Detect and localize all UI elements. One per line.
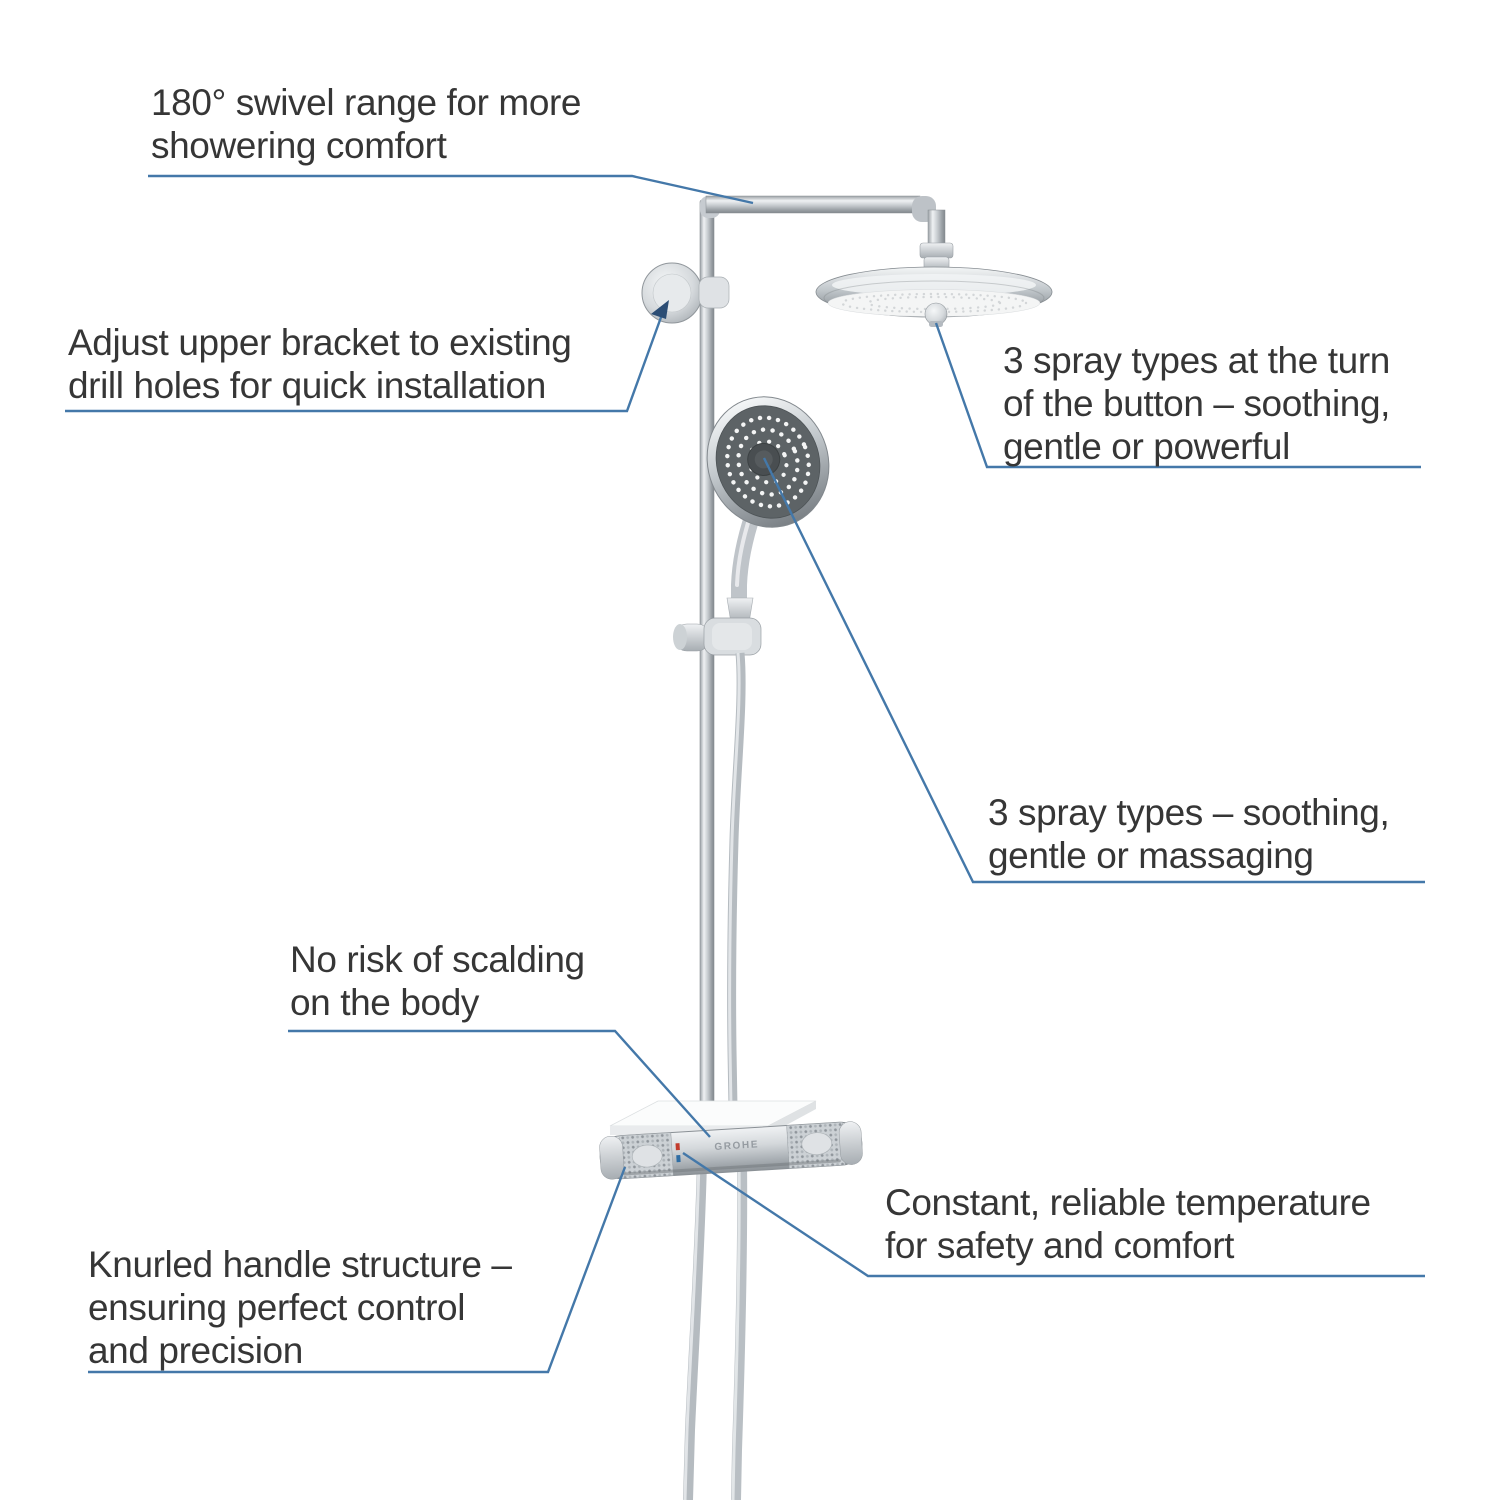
callout-upper-bracket: Adjust upper bracket to existing drill h… <box>68 322 572 406</box>
leader-hand-spray-types <box>762 457 1425 884</box>
hot-marker-icon <box>675 1143 680 1151</box>
grohe-logo: GROHE <box>714 1139 759 1153</box>
shower-rail <box>699 199 715 1131</box>
callout-leader-lines <box>65 174 1425 1374</box>
callout-constant-temperature: Constant, reliable temperature for safet… <box>885 1182 1371 1266</box>
callout-head-spray-types: 3 spray types at the turn of the button … <box>1003 340 1391 467</box>
slider-clamp <box>673 617 762 656</box>
callout-swivel-range: 180° swivel range for more showering com… <box>151 82 582 166</box>
leader-no-scalding <box>288 1029 711 1138</box>
shower-arm <box>700 195 954 272</box>
leader-upper-bracket-arrowhead <box>651 300 669 319</box>
leader-constant-temperature <box>682 1152 1425 1278</box>
leader-knurled-handle <box>88 1166 627 1374</box>
wall-bracket <box>641 262 730 324</box>
shower-hose <box>683 652 748 1500</box>
callout-knurled-handle: Knurled handle structure – ensuring perf… <box>88 1244 512 1371</box>
leader-swivel-range <box>148 174 754 205</box>
callout-hand-spray-types: 3 spray types – soothing, gentle or mass… <box>988 792 1390 876</box>
rain-shower-head <box>815 266 1053 327</box>
leader-head-spray-types <box>934 322 1421 469</box>
leader-upper-bracket <box>65 308 666 413</box>
thermostat-valve: GROHE <box>599 1121 863 1180</box>
callout-no-scalding: No risk of scalding on the body <box>290 939 585 1023</box>
cold-marker-icon <box>676 1155 681 1163</box>
